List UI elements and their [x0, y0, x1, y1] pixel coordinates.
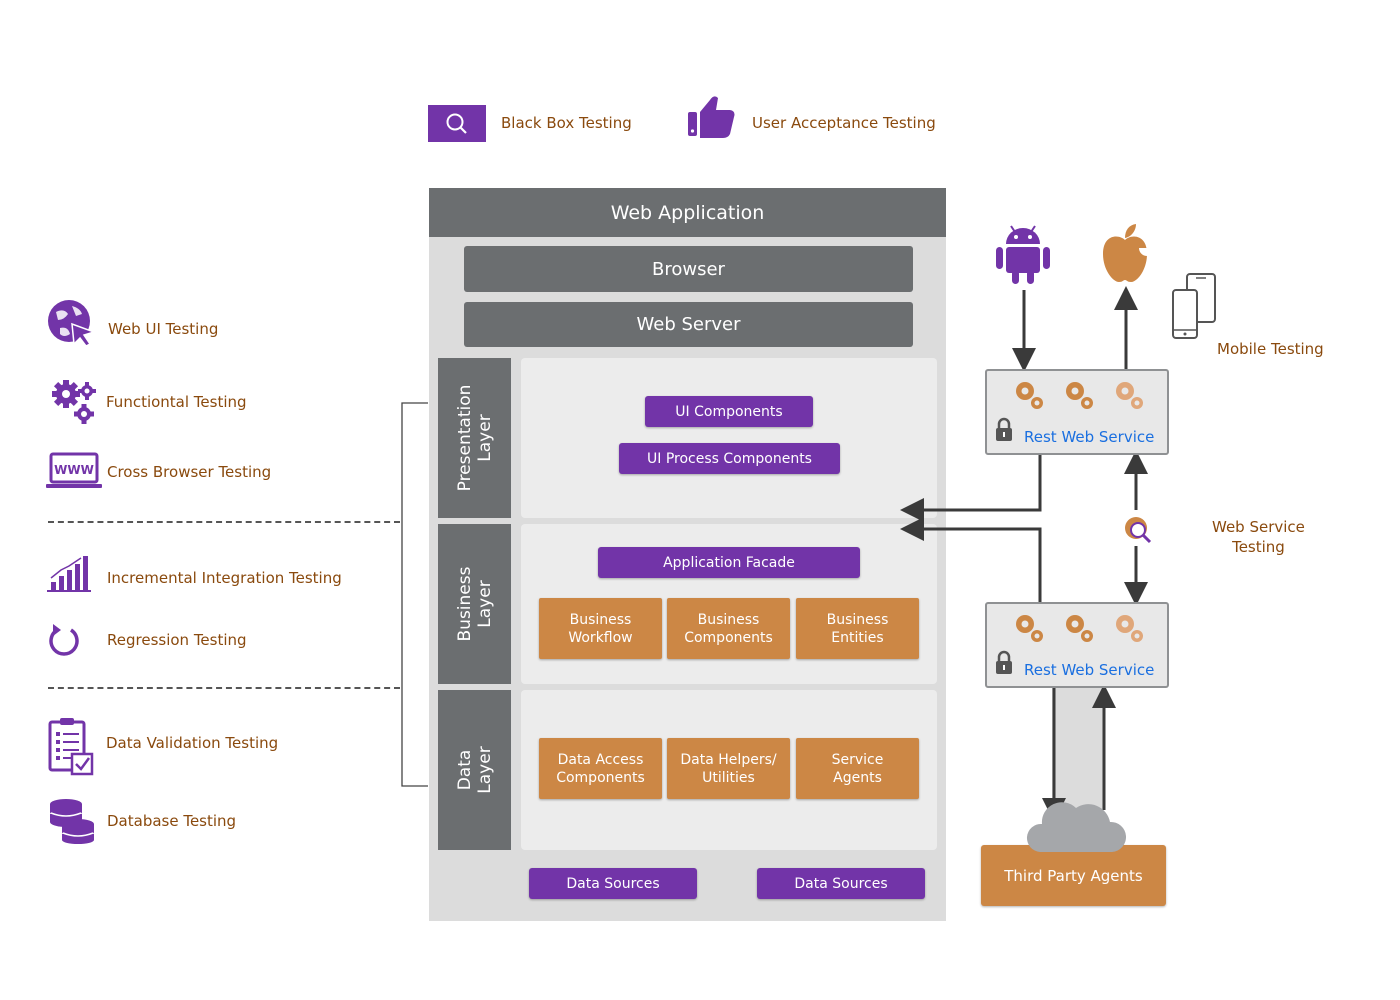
- business-workflow-box: Business Workflow: [539, 598, 662, 659]
- separator-1: [48, 521, 400, 523]
- bar-chart-icon: [47, 556, 91, 592]
- test-label: Web UI Testing: [108, 320, 219, 338]
- lock-icon: [996, 650, 1012, 674]
- presentation-layer-tab: Presentation Layer: [438, 358, 511, 518]
- layer-bracket: [401, 402, 428, 787]
- mobile-devices-icon: [1172, 273, 1216, 339]
- globe-cursor-icon: [48, 300, 97, 347]
- test-label: Cross Browser Testing: [107, 463, 272, 481]
- rest-web-service-label: Rest Web Service: [1024, 428, 1155, 446]
- separator-2: [48, 687, 400, 689]
- refresh-icon: [49, 624, 79, 656]
- business-entities-box: Business Entities: [796, 598, 919, 659]
- application-facade-box: Application Facade: [598, 547, 860, 578]
- data-helpers-utilities-box: Data Helpers/ Utilities: [667, 738, 790, 799]
- data-access-components-box: Data Access Components: [539, 738, 662, 799]
- checklist-icon: [48, 718, 94, 776]
- data-sources-box: Data Sources: [529, 868, 697, 899]
- magnifier-icon: [446, 113, 467, 134]
- test-label: Incremental Integration Testing: [107, 569, 342, 587]
- ui-components-box: UI Components: [645, 396, 813, 427]
- apple-icon: [1103, 224, 1151, 282]
- test-label: Functiontal Testing: [106, 393, 247, 411]
- test-label: Database Testing: [107, 812, 237, 830]
- web-application-title: Web Application: [429, 188, 946, 237]
- database-icon: [50, 799, 94, 844]
- web-server-bar: Web Server: [464, 302, 913, 347]
- user-acceptance-label: User Acceptance Testing: [752, 114, 936, 132]
- ui-process-components-box: UI Process Components: [619, 443, 840, 474]
- cloud-icon: [1026, 802, 1126, 852]
- lock-icon: [996, 417, 1012, 441]
- thumbs-up-icon: [688, 96, 735, 138]
- black-box-label: Black Box Testing: [501, 114, 632, 132]
- data-layer-tab: Data Layer: [438, 690, 511, 850]
- svg-text:WWW: WWW: [54, 463, 94, 477]
- android-icon: [996, 225, 1050, 284]
- web-service-testing-label: Web Service Testing: [1212, 518, 1305, 556]
- business-layer-tab: Business Layer: [438, 524, 511, 684]
- test-label: Regression Testing: [107, 631, 247, 649]
- service-agents-box: Service Agents: [796, 738, 919, 799]
- web-service-search-icon: [1125, 517, 1152, 544]
- browser-bar: Browser: [464, 246, 913, 292]
- black-box-legend-swatch: [428, 105, 486, 142]
- rest-web-service-label: Rest Web Service: [1024, 661, 1155, 679]
- third-party-agents-box: Third Party Agents: [981, 845, 1166, 906]
- data-sources-box: Data Sources: [757, 868, 925, 899]
- mobile-testing-label: Mobile Testing: [1217, 340, 1324, 358]
- rest-web-service-bottom: Rest Web Service: [985, 602, 1169, 688]
- test-label: Data Validation Testing: [106, 734, 279, 752]
- gears-icon: [1016, 615, 1143, 642]
- rest-web-service-top: Rest Web Service: [985, 369, 1169, 455]
- gears-icon: [1016, 382, 1143, 409]
- presentation-layer-panel: [521, 358, 937, 518]
- business-components-box: Business Components: [667, 598, 790, 659]
- www-laptop-icon: WWW: [46, 452, 102, 488]
- gears-icon: [52, 380, 96, 424]
